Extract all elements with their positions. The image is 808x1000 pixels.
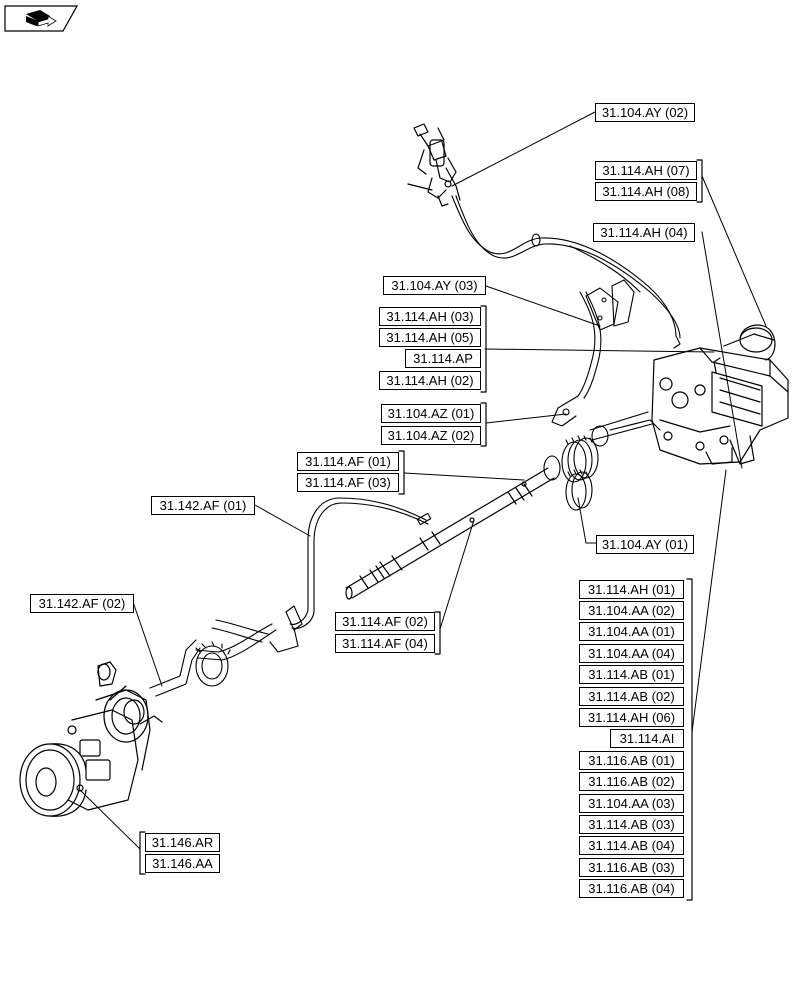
- callout-label[interactable]: 31.142.AF (01): [151, 496, 255, 515]
- pto-shaft: [345, 467, 555, 600]
- callout-label[interactable]: 31.114.AB (01): [579, 665, 684, 684]
- callout-label[interactable]: 31.104.AA (02): [579, 601, 684, 620]
- callout-label[interactable]: 31.146.AR: [145, 833, 220, 852]
- callout-label[interactable]: 31.114.AH (08): [595, 182, 697, 201]
- control-lever-assembly: [407, 123, 461, 207]
- callout-label[interactable]: 31.114.AF (04): [335, 634, 435, 653]
- pto-clutch-assembly: [19, 661, 163, 817]
- callout-label[interactable]: 31.142.AF (02): [30, 594, 134, 613]
- gearbox-housing: [651, 324, 789, 465]
- callout-label[interactable]: 31.104.AY (01): [596, 535, 694, 554]
- callout-label[interactable]: 31.114.AF (02): [335, 612, 435, 631]
- callout-label[interactable]: 31.116.AB (01): [579, 751, 684, 770]
- callout-label[interactable]: 31.114.AB (02): [579, 687, 684, 706]
- callout-label[interactable]: 31.114.AF (01): [297, 452, 399, 471]
- callout-label[interactable]: 31.116.AB (04): [579, 879, 684, 898]
- callout-label[interactable]: 31.114.AF (03): [297, 473, 399, 492]
- callout-label[interactable]: 31.114.AH (07): [595, 161, 697, 180]
- callout-label[interactable]: 31.114.AH (03): [379, 307, 481, 326]
- callout-label[interactable]: 31.114.AI: [610, 729, 684, 748]
- callout-label[interactable]: 31.104.AZ (02): [381, 426, 481, 445]
- callout-label[interactable]: 31.114.AB (04): [579, 836, 684, 855]
- callout-label[interactable]: 31.104.AZ (01): [381, 404, 481, 423]
- book-with-arrow-icon[interactable]: [4, 5, 78, 32]
- callout-label[interactable]: 31.114.AH (05): [379, 328, 481, 347]
- callout-label[interactable]: 31.114.AH (02): [379, 371, 481, 390]
- callout-label[interactable]: 31.146.AA: [145, 854, 220, 873]
- callout-label[interactable]: 31.116.AB (03): [579, 858, 684, 877]
- callout-label[interactable]: 31.104.AA (04): [579, 644, 684, 663]
- hydraulic-tube: [149, 497, 432, 697]
- group-brackets: [139, 159, 703, 901]
- callout-label[interactable]: 31.114.AP: [405, 349, 481, 368]
- callout-label[interactable]: 31.104.AY (03): [383, 276, 486, 295]
- callout-label[interactable]: 31.114.AH (04): [593, 223, 695, 242]
- control-cable: [451, 195, 681, 399]
- callout-label[interactable]: 31.114.AH (01): [579, 580, 684, 599]
- shift-linkage: [551, 395, 661, 447]
- callout-label[interactable]: 31.114.AB (03): [579, 815, 684, 834]
- callout-label[interactable]: 31.104.AA (03): [579, 794, 684, 813]
- callout-label[interactable]: 31.104.AA (01): [579, 622, 684, 641]
- pto-gears: [543, 435, 599, 511]
- callout-label[interactable]: 31.114.AH (06): [579, 708, 684, 727]
- callout-label[interactable]: 31.116.AB (02): [579, 772, 684, 791]
- leader-lines: [79, 111, 767, 850]
- callout-label[interactable]: 31.104.AY (02): [595, 103, 695, 122]
